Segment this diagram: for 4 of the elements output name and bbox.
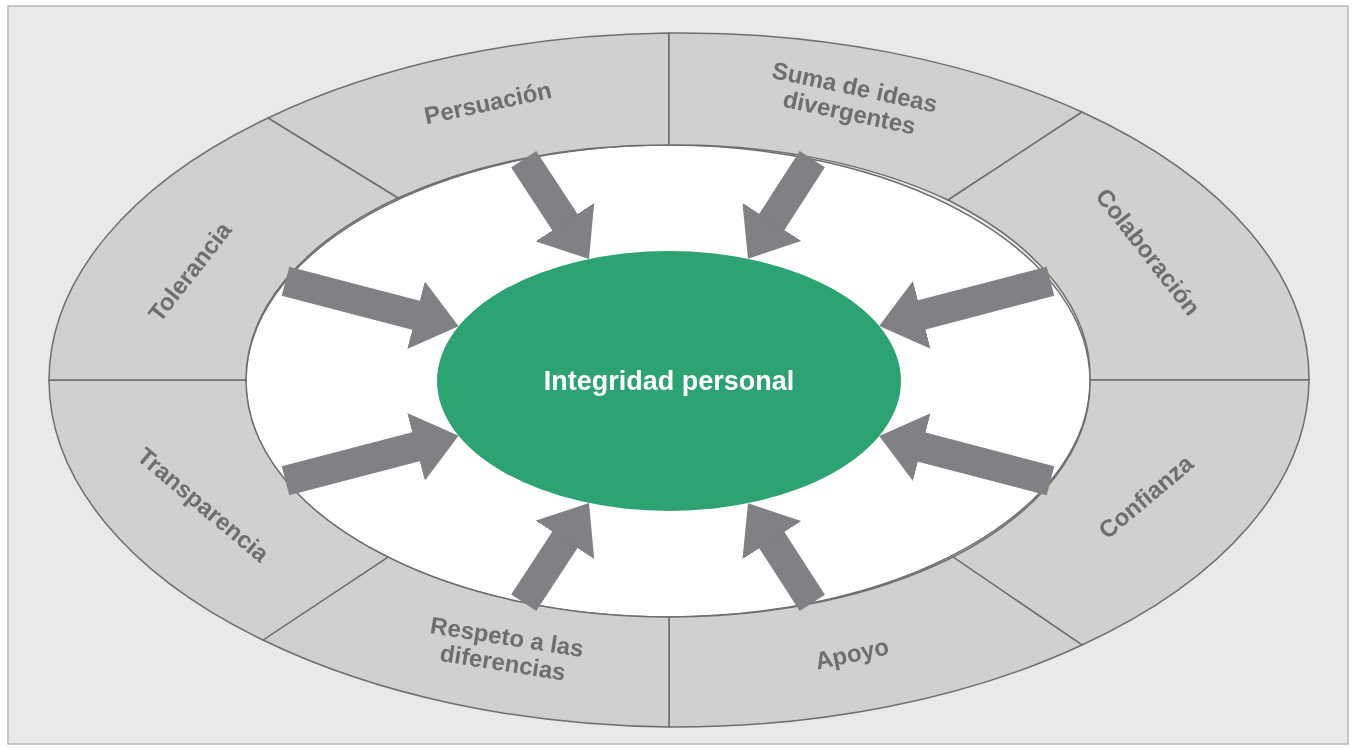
center-label: Integridad personal bbox=[542, 368, 796, 394]
segment-label: Persuación bbox=[420, 74, 555, 132]
segment-label: Apoyo bbox=[811, 631, 893, 677]
segment-label: Respeto a las diferencias bbox=[427, 610, 587, 688]
